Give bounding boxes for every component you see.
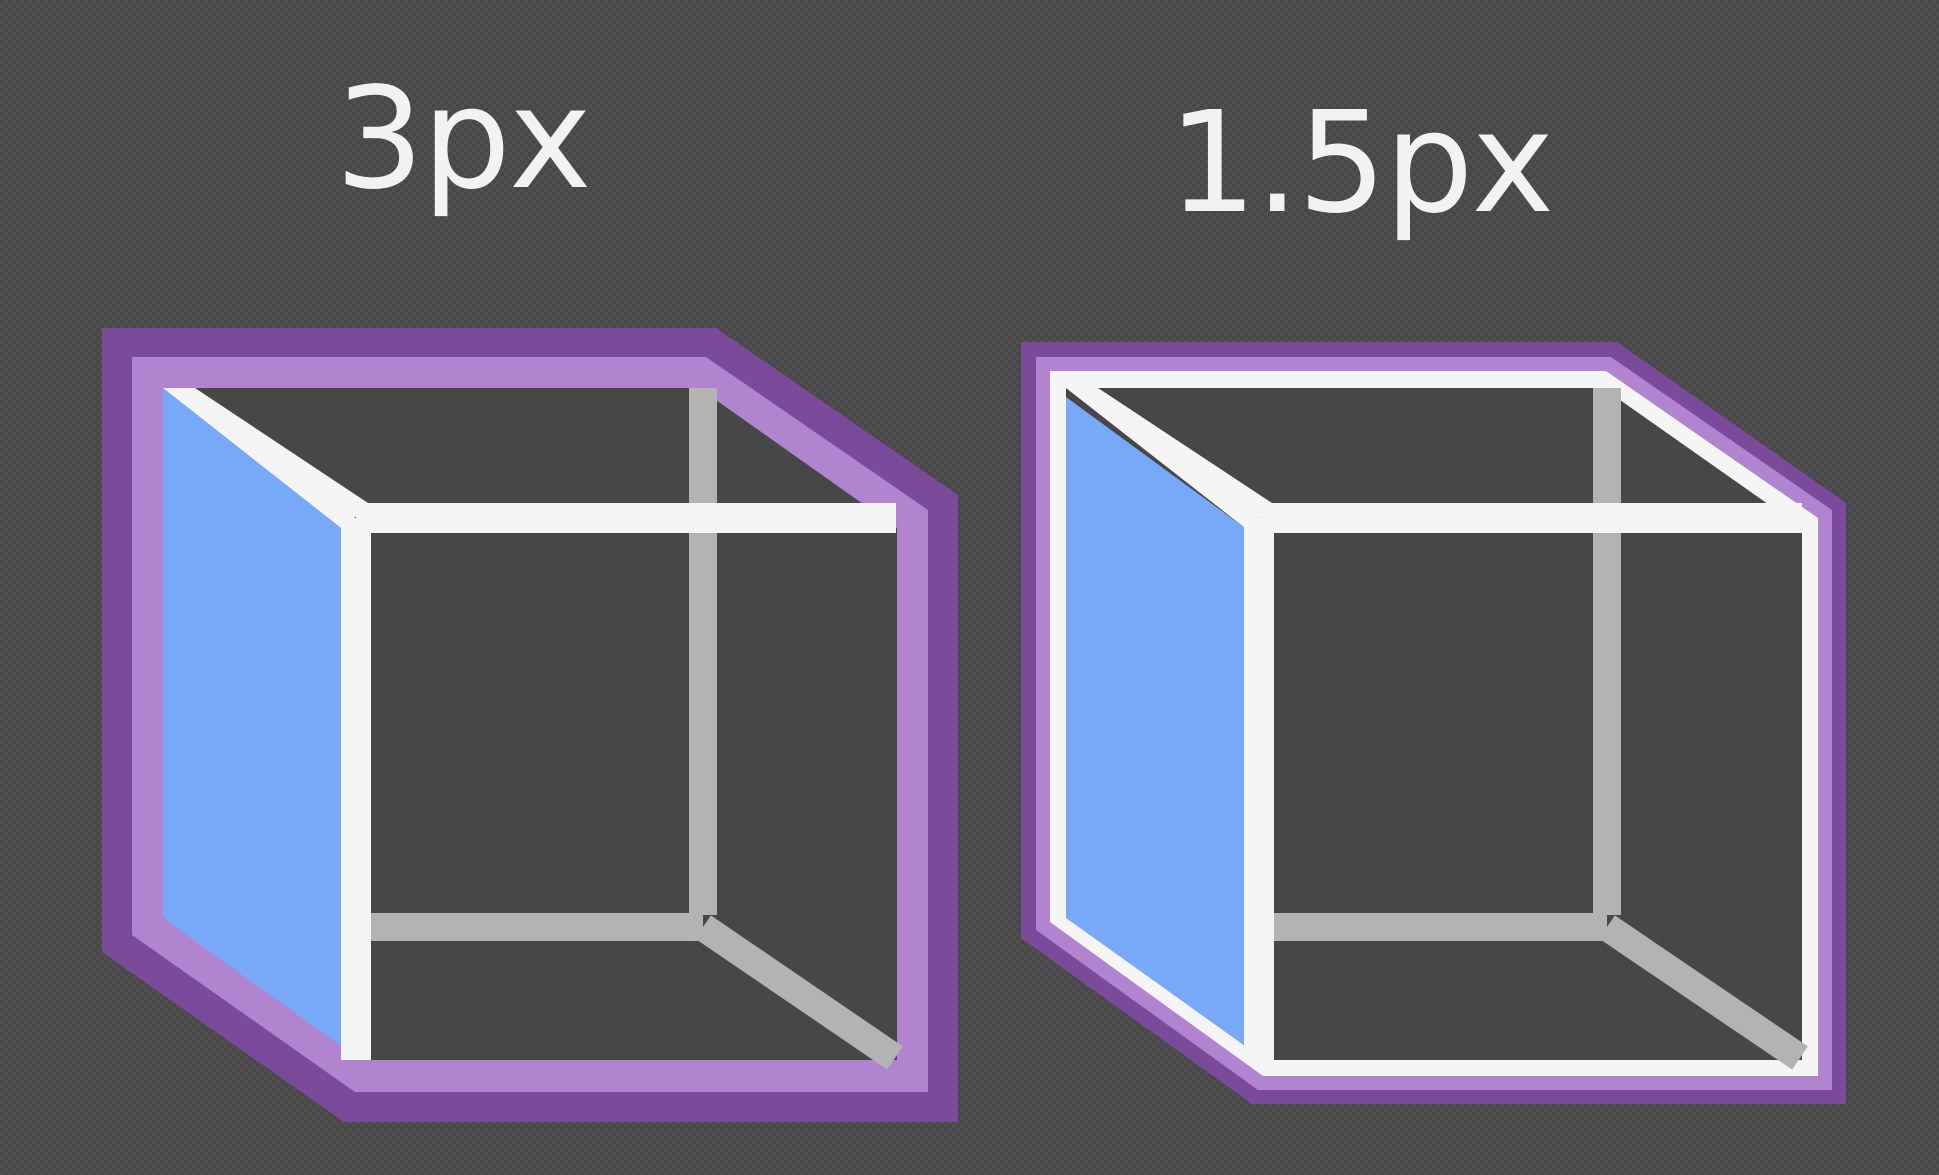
cube-left-face [1066,397,1245,1046]
outline-width-label-1-5px: 1.5px [1168,82,1554,245]
cube-icon [1021,342,1846,1104]
cube-icon [102,328,958,1122]
cube-left-face [163,388,341,1046]
outline-width-label-3px: 3px [335,58,592,221]
